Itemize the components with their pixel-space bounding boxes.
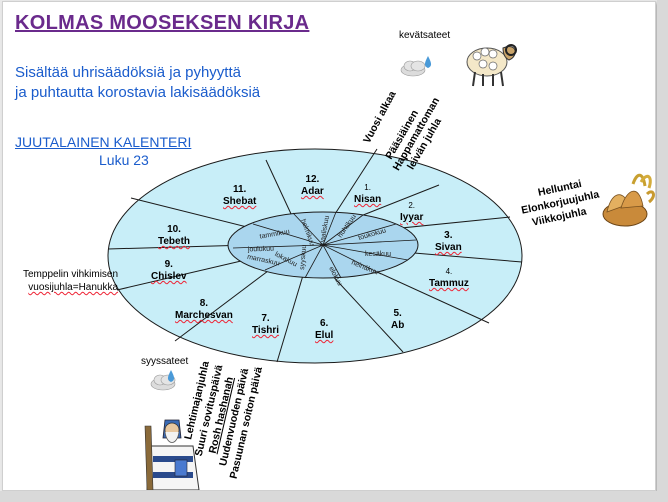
- window-right-edge: [657, 0, 668, 502]
- month-marchesvan: 8. Marchesvan: [175, 298, 233, 322]
- month-number: 4.: [445, 267, 453, 276]
- month-name: Shebat: [223, 196, 257, 207]
- month-number: 8.: [199, 298, 209, 309]
- month-number: 1.: [364, 183, 371, 192]
- month-tammuz: 4. Tammuz: [429, 266, 469, 290]
- priest-figure-icon: [144, 419, 200, 490]
- month-name: Elul: [315, 330, 334, 341]
- hanukkah-note: Temppelin vihkimisen vuosijuhla=Hanukka: [23, 268, 118, 294]
- cloud-rain-icon: [400, 56, 432, 77]
- ram-icon: [466, 44, 517, 87]
- month-number: 10.: [167, 224, 181, 235]
- month-name: Nisan: [354, 194, 382, 205]
- calendar-wheel: maaliskuu huhtikuu toukokuu kesäkuu hein…: [107, 44, 655, 490]
- chapter-label: Luku 23: [99, 152, 149, 168]
- festival-pentecost: Helluntai Elonkorjuujuhla Viikkojuhla: [520, 178, 600, 229]
- bread-basket-icon: [602, 173, 655, 227]
- subtitle-line-2: ja puhtautta korostavia lakisäädöksiä: [15, 84, 261, 101]
- month-name: Tishri: [252, 325, 280, 336]
- calendar-heading: JUUTALAINEN KALENTERI: [15, 134, 192, 150]
- month-name: Sivan: [435, 242, 462, 253]
- month-chislev: 9. Chislev: [151, 259, 187, 283]
- month-name: Iyyar: [400, 212, 424, 223]
- month-number: 2.: [408, 201, 416, 210]
- month-number: 5.: [393, 308, 402, 319]
- month-number: 12.: [305, 174, 320, 185]
- month-number: 9.: [164, 259, 173, 270]
- month-name: Chislev: [151, 271, 187, 282]
- month-name: Adar: [301, 186, 324, 197]
- month-elul: 6. Elul: [315, 318, 333, 342]
- window-bottom-edge: [0, 491, 668, 502]
- month-ab: 5. Ab: [391, 308, 404, 332]
- month-number: 6.: [320, 318, 329, 329]
- month-name: Tebeth: [158, 236, 191, 247]
- month-tishri: 7. Tishri: [252, 313, 279, 337]
- month-name: Tammuz: [429, 278, 469, 289]
- month-tebeth: 10. Tebeth: [158, 224, 190, 248]
- month-name: Marchesvan: [175, 310, 233, 321]
- month-iyyar: 2. Iyyar: [400, 200, 423, 224]
- hanukkah-line-1: Temppelin vihkimisen: [23, 269, 119, 280]
- month-number: 3.: [444, 230, 453, 241]
- page-title: KOLMAS MOOSEKSEN KIRJA: [15, 12, 310, 34]
- month-number: 11.: [232, 184, 247, 195]
- month-nisan: 1. Nisan: [354, 182, 381, 206]
- slide: KOLMAS MOOSEKSEN KIRJA Sisältää uhrisääd…: [2, 1, 656, 491]
- inner-label-joulukuu: joulukuu: [247, 246, 274, 254]
- month-shebat: 11. Shebat: [223, 184, 256, 208]
- inner-label-kesakuu: kesäkuu: [365, 251, 391, 258]
- month-adar: 12. Adar: [301, 174, 324, 198]
- inner-dividers: [232, 211, 417, 279]
- inner-label-syyskuu: syyskuu: [299, 244, 308, 270]
- spring-rain-label: kevätsateet: [399, 30, 451, 41]
- month-name: Ab: [391, 320, 405, 331]
- month-number: 7.: [261, 313, 270, 324]
- subtitle-line-1: Sisältää uhrisäädöksiä ja pyhyyttä: [15, 64, 241, 81]
- month-sivan: 3. Sivan: [435, 230, 462, 254]
- autumn-rain-label: syyssateet: [141, 356, 189, 367]
- cloud-rain-icon-autumn: [150, 370, 176, 391]
- hanukkah-line-2: vuosijuhla=Hanukka: [28, 282, 119, 293]
